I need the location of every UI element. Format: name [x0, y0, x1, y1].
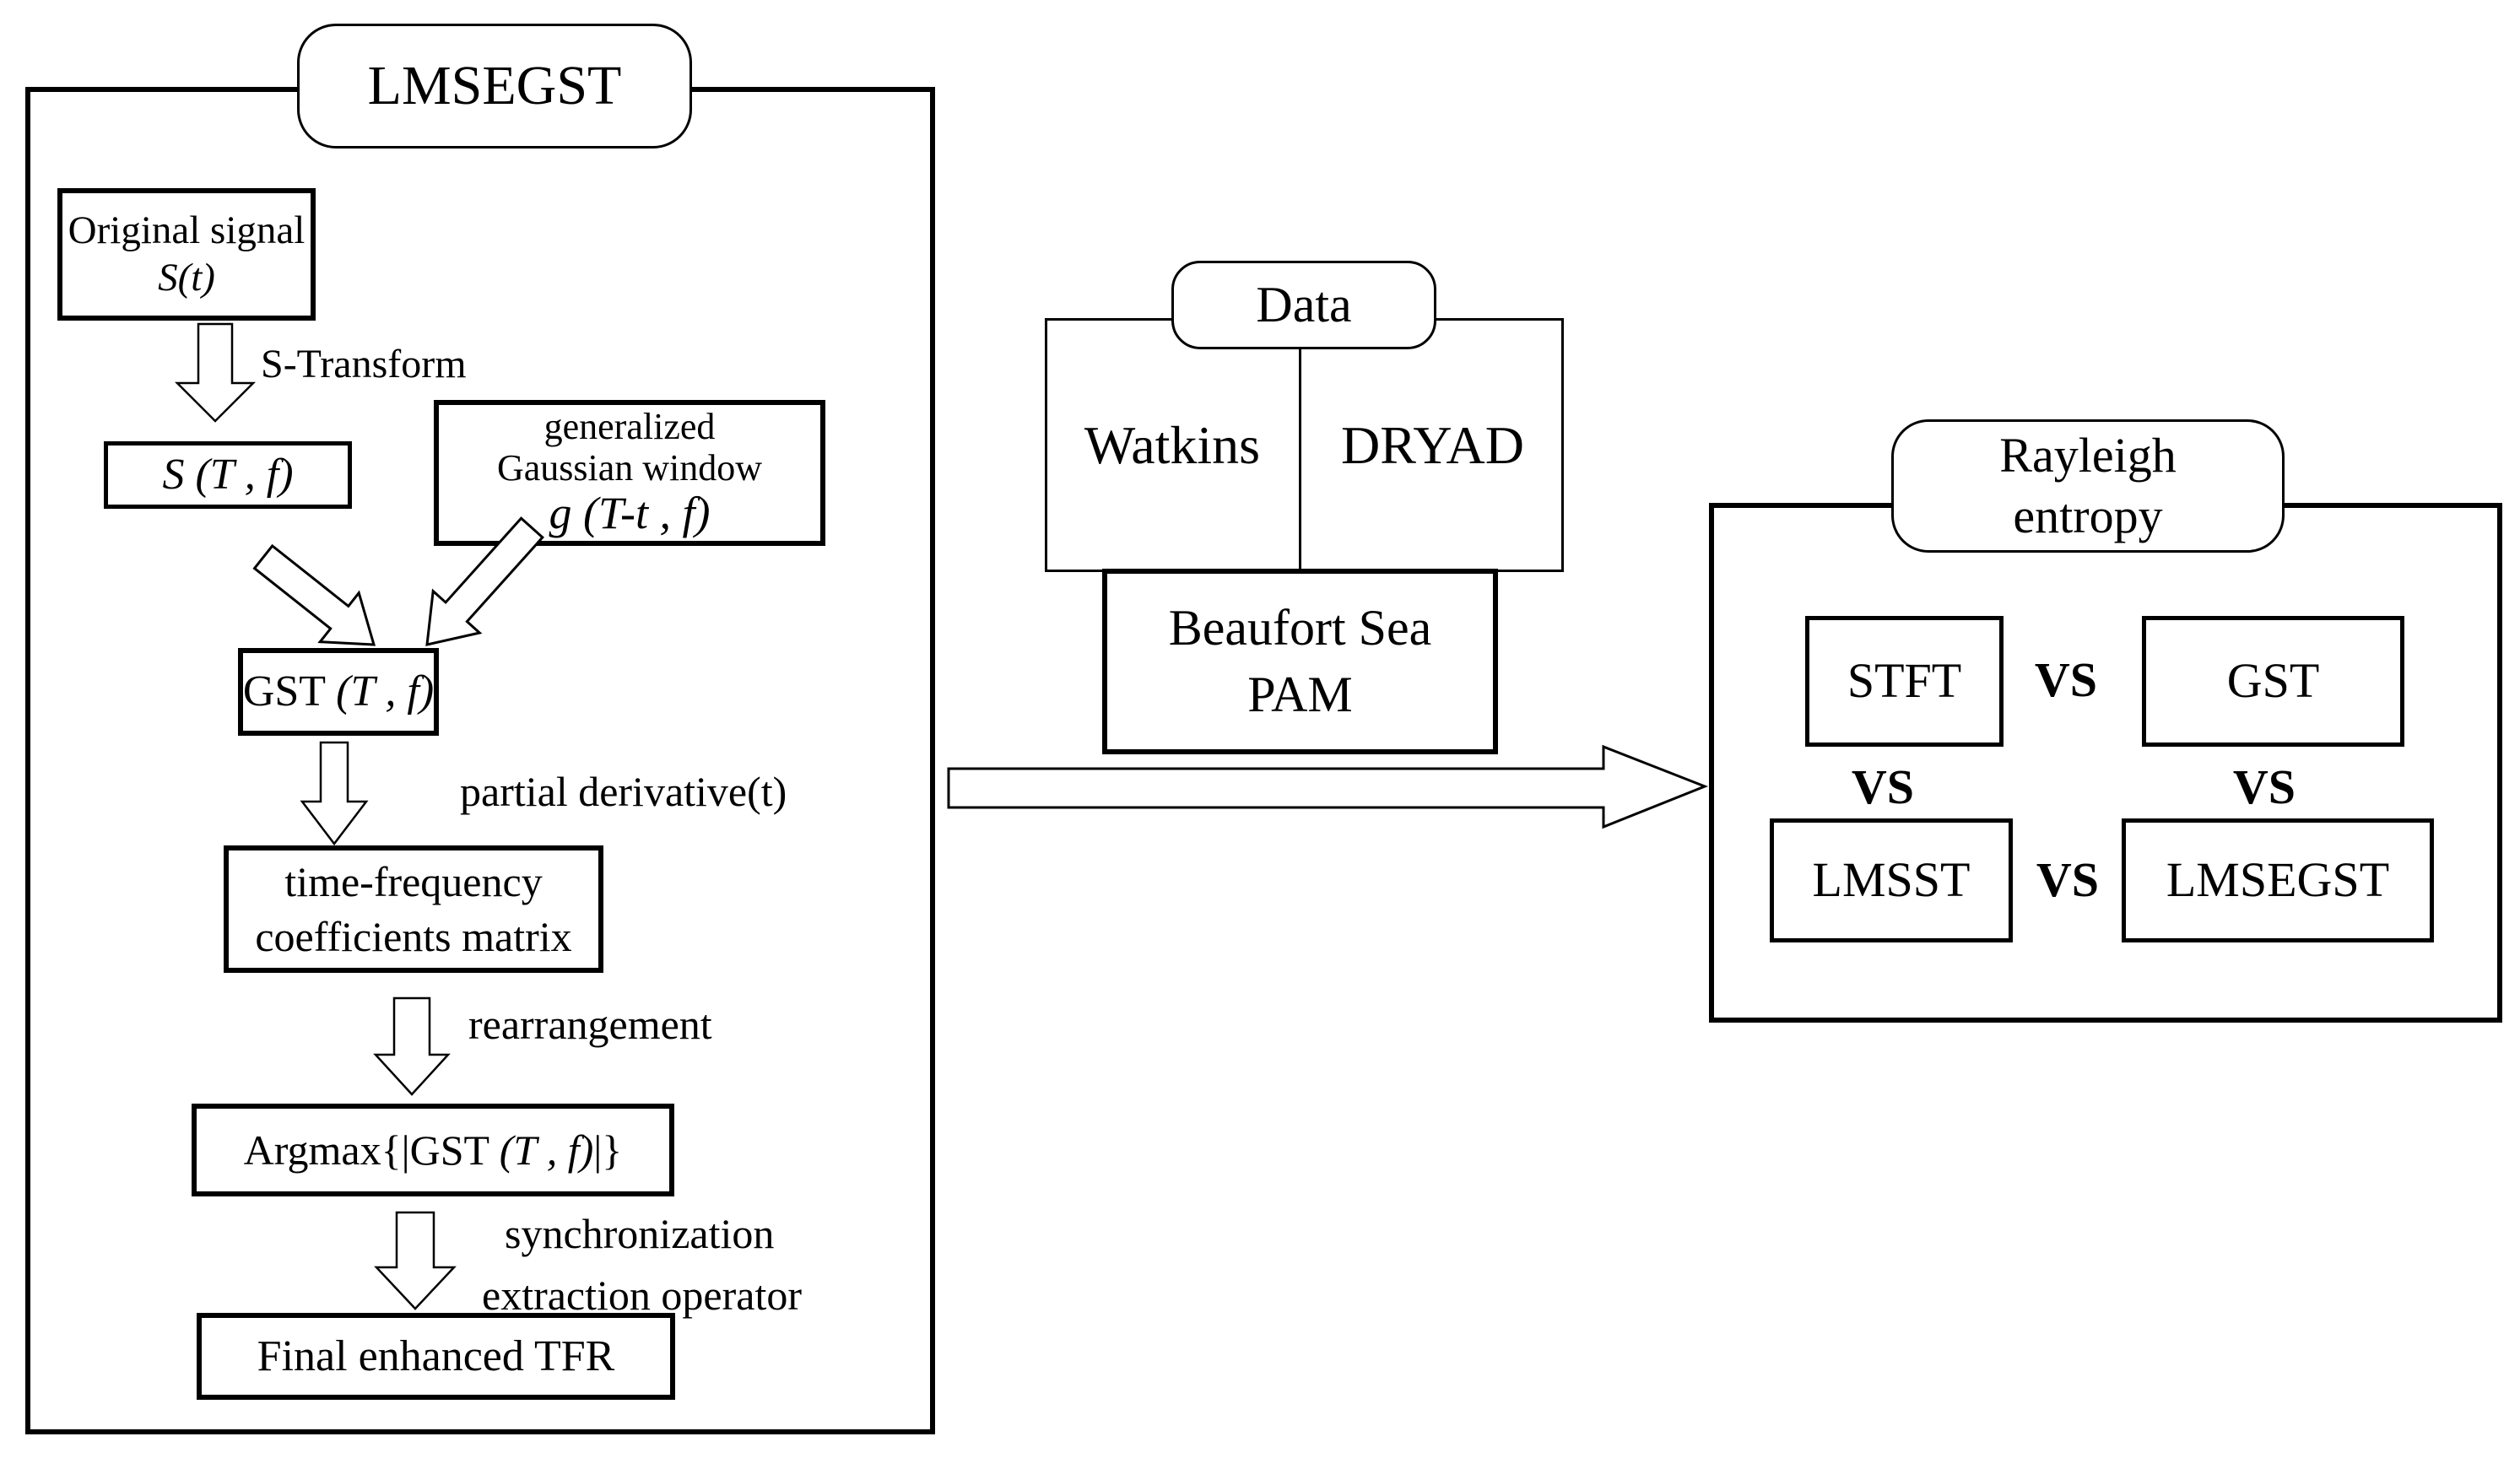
argmax-text-suffix: |} [593, 1126, 623, 1174]
s-tau-f-text: S (T , f) [162, 451, 294, 500]
tf-matrix-line2: coefficients matrix [255, 912, 572, 960]
gst-text-prefix: GST [242, 667, 337, 716]
gst-compare-box: GST [2142, 616, 2404, 747]
sync-extraction-label-line2: extraction operator [482, 1272, 802, 1319]
lmsegst-compare-text: LMSEGST [2166, 852, 2390, 908]
argmax-text-math: (T , f) [499, 1126, 594, 1174]
tf-matrix-line1: time-frequency [284, 857, 543, 905]
data-cells-divider [1299, 321, 1301, 572]
beaufort-sea-pam-box: Beaufort Sea PAM [1102, 569, 1498, 754]
stft-text: STFT [1847, 653, 1962, 709]
lmsegst-panel-title: LMSEGST [297, 24, 692, 148]
data-title-text: Data [1256, 277, 1352, 332]
vs-label-left: VS [1851, 759, 1915, 814]
rayleigh-title-line1: Rayleigh [1999, 427, 2177, 483]
argmax-text-prefix: Argmax{|GST [243, 1126, 500, 1174]
gaussian-window-line1: generalized [543, 406, 716, 448]
beaufort-line1: Beaufort Sea [1168, 599, 1432, 656]
rearrangement-label: rearrangement [468, 1001, 712, 1048]
stft-box: STFT [1805, 616, 2004, 747]
gst-box: GST (T , f) [238, 648, 439, 736]
lmsegst-compare-box: LMSEGST [2122, 818, 2434, 942]
vs-label-bottom: VS [2036, 852, 2100, 907]
s-tau-f-box: S (T , f) [104, 441, 352, 509]
data-cell-dryad: DRYAD [1301, 318, 1564, 572]
dryad-text: DRYAD [1341, 414, 1524, 475]
gst-compare-text: GST [2226, 653, 2320, 709]
sync-extraction-label-line1: synchronization [505, 1210, 775, 1257]
vs-label-right: VS [2232, 759, 2296, 814]
watkins-text: Watkins [1084, 414, 1261, 475]
beaufort-line2: PAM [1247, 667, 1353, 722]
data-panel-title: Data [1171, 261, 1436, 349]
s-transform-label: S-Transform [261, 342, 467, 386]
rayleigh-panel-title: Rayleigh entropy [1891, 419, 2285, 553]
arrow-data-to-rayleigh [947, 744, 1709, 829]
final-tfr-box: Final enhanced TFR [197, 1313, 675, 1400]
partial-derivative-label: partial derivative(t) [460, 768, 787, 815]
lmsst-text: LMSST [1812, 852, 1971, 908]
vs-label-top: VS [2034, 652, 2098, 707]
gaussian-window-line3: g (T-t , f) [549, 488, 711, 539]
original-signal-box: Original signal S(t) [57, 188, 316, 321]
tf-coefficients-matrix-box: time-frequency coefficients matrix [224, 845, 603, 973]
final-tfr-text: Final enhanced TFR [257, 1331, 615, 1380]
rayleigh-panel-border [1709, 503, 2502, 1023]
lmsegst-title-text: LMSEGST [367, 55, 622, 116]
original-signal-line2: S(t) [158, 255, 215, 300]
rayleigh-title-line2: entropy [2013, 489, 2163, 543]
gaussian-window-box: generalized Gaussian window g (T-t , f) [434, 400, 825, 546]
gaussian-window-line2: Gaussian window [496, 446, 763, 489]
argmax-box: Argmax{|GST (T , f)|} [192, 1104, 674, 1196]
gst-text-math: (T , f) [336, 667, 435, 716]
original-signal-line1: Original signal [68, 208, 306, 253]
data-cell-watkins: Watkins [1045, 318, 1300, 572]
lmsst-box: LMSST [1770, 818, 2013, 942]
